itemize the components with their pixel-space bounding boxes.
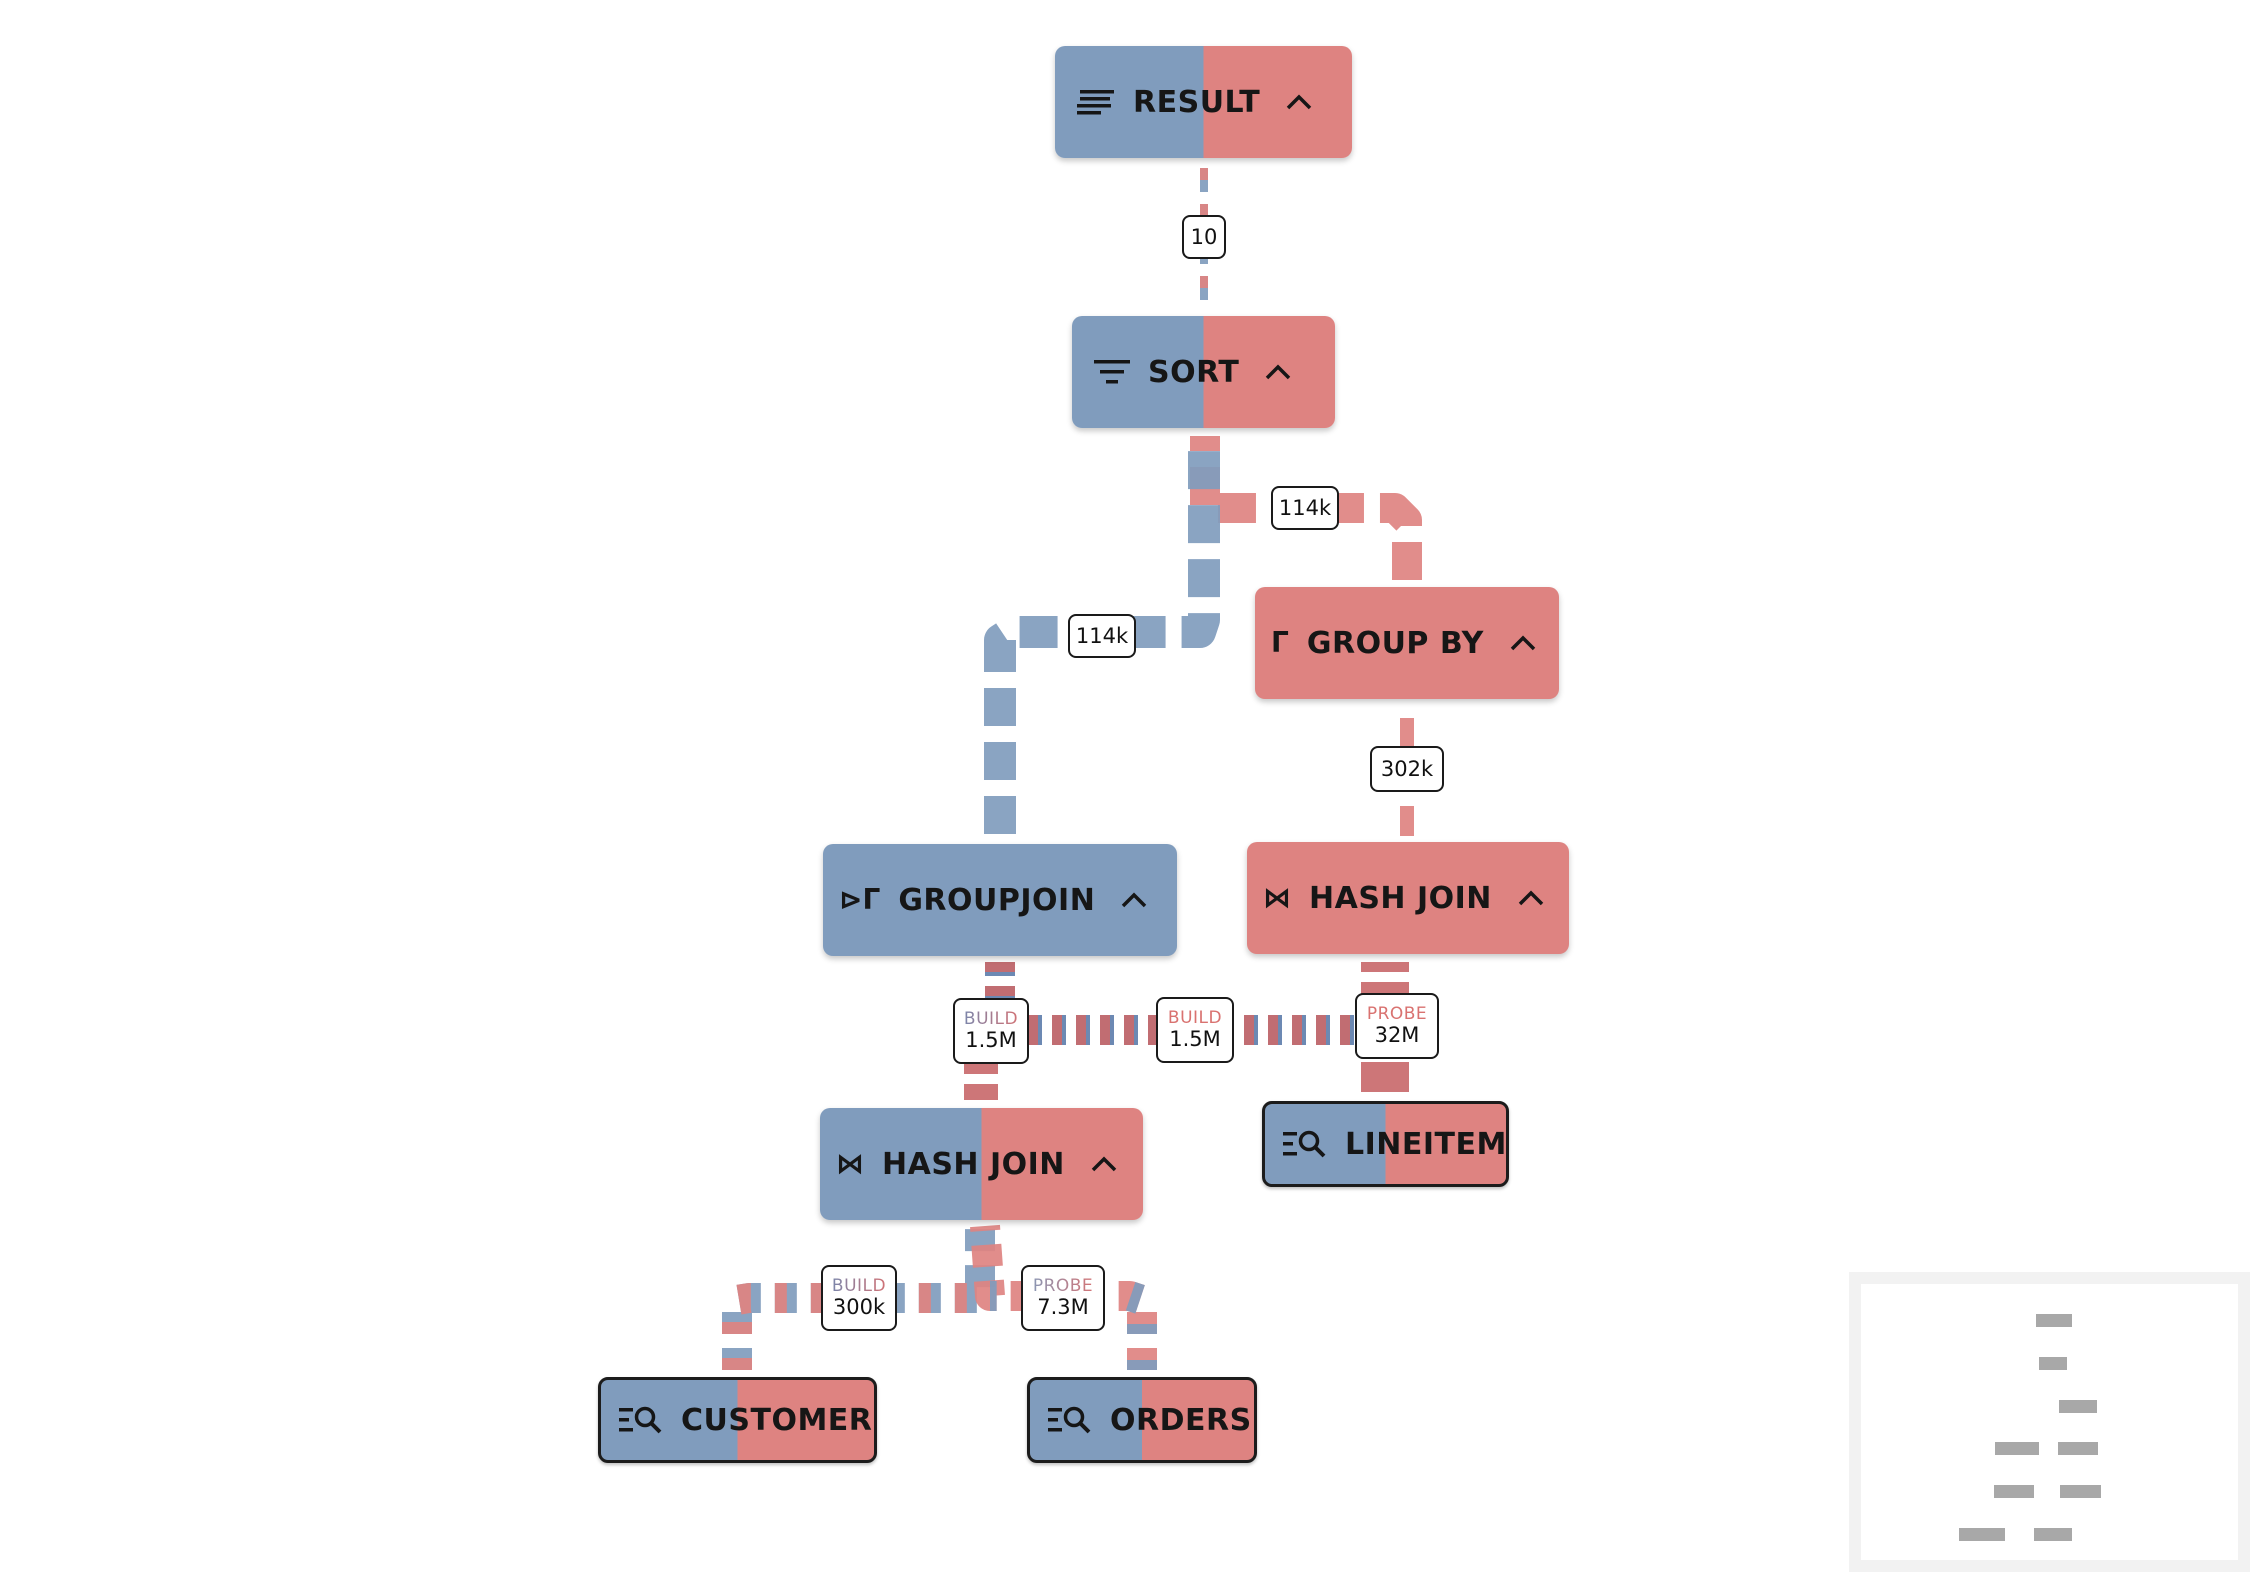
node-orders-label: ORDERS bbox=[1110, 1402, 1252, 1438]
bowtie-join-icon: ⋈ bbox=[1263, 881, 1291, 914]
minimap-node-orders bbox=[2034, 1528, 2072, 1541]
edge-role: PROBE bbox=[1023, 1277, 1103, 1296]
table-scan-icon bbox=[619, 1405, 663, 1435]
chevron-up-icon[interactable] bbox=[1510, 635, 1536, 651]
minimap-node-customer bbox=[1959, 1528, 2005, 1541]
minimap-node-sort bbox=[2039, 1357, 2067, 1370]
table-scan-icon bbox=[1048, 1405, 1092, 1435]
node-orders[interactable]: ORDERS bbox=[1027, 1377, 1257, 1463]
edge-role-badge: BUILD 300k bbox=[821, 1265, 897, 1331]
edge-role-badge: BUILD 1.5M bbox=[953, 998, 1029, 1064]
edge-count-badge: 10 bbox=[1182, 215, 1226, 259]
edge-count: 300k bbox=[832, 1294, 886, 1319]
minimap[interactable] bbox=[1849, 1272, 2250, 1572]
minimap-node-group-by bbox=[2059, 1400, 2097, 1413]
chevron-up-icon[interactable] bbox=[1286, 94, 1312, 110]
node-result[interactable]: RESULT bbox=[1055, 46, 1352, 158]
node-hash-join-right-label: HASH JOIN bbox=[1309, 880, 1492, 916]
node-sort-label: SORT bbox=[1148, 354, 1240, 390]
sort-filter-icon bbox=[1094, 359, 1130, 385]
edge-role: BUILD bbox=[955, 1010, 1027, 1029]
edge-count: 302k bbox=[1380, 756, 1434, 781]
edge-role-badge: PROBE 7.3M bbox=[1021, 1265, 1105, 1331]
chevron-up-icon[interactable] bbox=[1091, 1156, 1117, 1172]
edge-customer-build-red bbox=[722, 1283, 980, 1370]
edge-role: BUILD bbox=[823, 1277, 895, 1296]
groupjoin-icon: ⊳Γ bbox=[839, 883, 881, 916]
edge-count: 32M bbox=[1374, 1022, 1420, 1047]
node-groupjoin[interactable]: ⊳Γ GROUPJOIN bbox=[823, 844, 1177, 956]
bowtie-join-icon: ⋈ bbox=[836, 1147, 864, 1180]
edge-count-badge: 302k bbox=[1370, 746, 1444, 792]
edge-count: 1.5M bbox=[965, 1027, 1017, 1052]
node-customer[interactable]: CUSTOMER bbox=[598, 1377, 877, 1463]
node-hash-join-left[interactable]: ⋈ HASH JOIN bbox=[820, 1108, 1143, 1220]
chevron-up-icon[interactable] bbox=[1121, 892, 1147, 908]
node-hash-join-right[interactable]: ⋈ HASH JOIN bbox=[1247, 842, 1569, 954]
edge-count-badge: 114k bbox=[1271, 486, 1339, 530]
edge-count-badge: 114k bbox=[1068, 614, 1136, 658]
node-result-label: RESULT bbox=[1133, 84, 1261, 120]
edge-count: 1.5M bbox=[1169, 1026, 1221, 1051]
minimap-node-hash-join-left bbox=[1994, 1485, 2034, 1498]
edge-count: 7.3M bbox=[1037, 1294, 1089, 1319]
node-group-by[interactable]: Γ GROUP BY bbox=[1255, 587, 1559, 699]
result-lines-icon bbox=[1077, 89, 1115, 115]
chevron-up-icon[interactable] bbox=[1518, 890, 1544, 906]
edge-groupjoin-build-red bbox=[985, 962, 1380, 1045]
minimap-node-groupjoin bbox=[1995, 1442, 2039, 1455]
node-customer-label: CUSTOMER bbox=[681, 1402, 873, 1438]
node-group-by-label: GROUP BY bbox=[1306, 625, 1484, 661]
minimap-node-hash-join-right bbox=[2058, 1442, 2098, 1455]
edge-orders-probe bbox=[970, 1224, 1157, 1370]
gamma-icon: Γ bbox=[1271, 626, 1289, 659]
edge-count: 114k bbox=[1075, 623, 1129, 648]
node-groupjoin-label: GROUPJOIN bbox=[898, 882, 1096, 918]
edge-role: BUILD bbox=[1167, 1008, 1223, 1029]
table-scan-icon bbox=[1283, 1129, 1327, 1159]
minimap-node-result bbox=[2036, 1314, 2072, 1327]
node-sort[interactable]: SORT bbox=[1072, 316, 1335, 428]
node-lineitem[interactable]: LINEITEM bbox=[1262, 1101, 1509, 1187]
edge-role-badge: BUILD 1.5M bbox=[1156, 997, 1234, 1063]
chevron-up-icon[interactable] bbox=[1265, 364, 1291, 380]
edge-role: PROBE bbox=[1366, 1004, 1428, 1025]
node-lineitem-label: LINEITEM bbox=[1345, 1126, 1507, 1162]
edge-role-badge: PROBE 32M bbox=[1355, 993, 1439, 1059]
edge-count: 114k bbox=[1278, 495, 1332, 520]
minimap-node-lineitem bbox=[2060, 1485, 2101, 1498]
edge-count: 10 bbox=[1190, 224, 1218, 249]
node-hash-join-left-label: HASH JOIN bbox=[882, 1146, 1065, 1182]
